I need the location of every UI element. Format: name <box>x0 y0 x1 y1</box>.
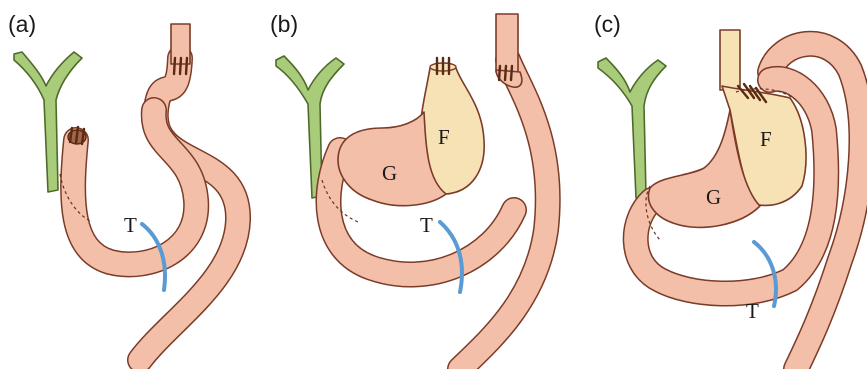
gastric-label: G <box>382 161 397 185</box>
panel-a: (a) T <box>8 11 238 360</box>
panel-a-label: (a) <box>8 11 36 37</box>
gastric-label: G <box>706 185 721 209</box>
bile-duct <box>598 58 666 198</box>
fundus-label: F <box>760 127 772 151</box>
fundus-label: F <box>438 125 450 149</box>
esophagus <box>496 14 518 72</box>
panel-b-label: (b) <box>270 11 298 37</box>
treitz-label: T <box>420 213 433 237</box>
panel-c: (c) T G F <box>594 11 861 369</box>
panel-c-label: (c) <box>594 11 621 37</box>
treitz-label: T <box>746 299 759 323</box>
afferent-limb <box>73 110 196 264</box>
esophagus <box>720 30 740 90</box>
panel-b: (b) T G F <box>270 11 548 369</box>
treitz-label: T <box>124 213 137 237</box>
